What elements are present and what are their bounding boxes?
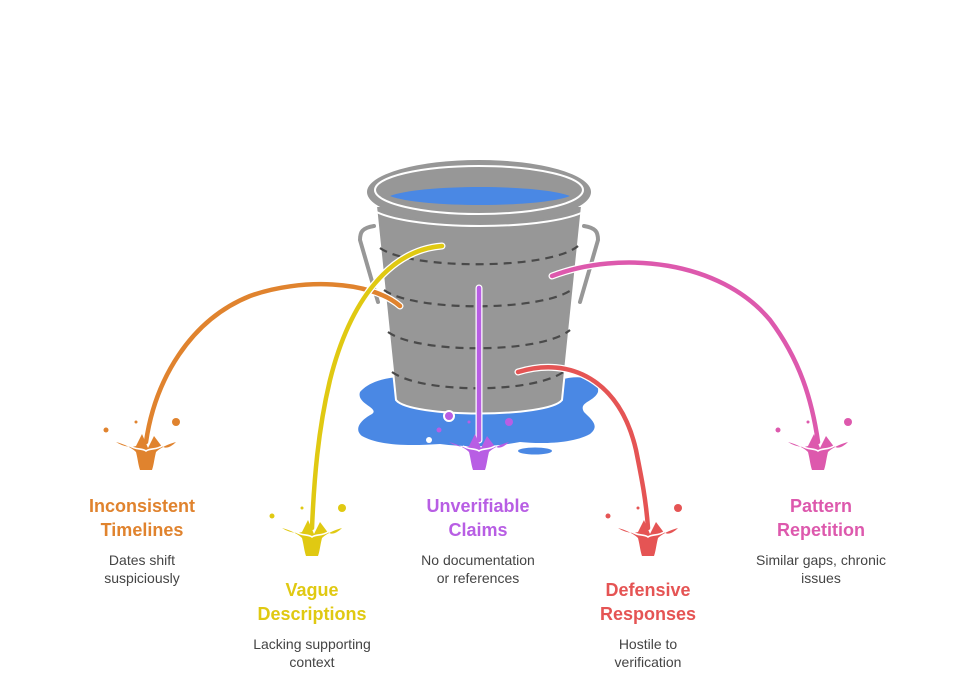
puddle-bubble bbox=[426, 437, 432, 443]
leak-splashes bbox=[103, 418, 852, 556]
bucket-water-surface bbox=[390, 187, 570, 205]
leak-stream-inconsistent-timelines bbox=[143, 282, 403, 445]
leak-stream-pattern-repetition bbox=[549, 260, 821, 445]
leak-stream-vague-descriptions bbox=[309, 243, 445, 531]
splash-icon-pattern-repetition bbox=[775, 418, 852, 470]
leak-stream-outline bbox=[548, 259, 822, 446]
bucket-hole bbox=[443, 410, 455, 422]
puddle-drop bbox=[488, 437, 504, 443]
splash-icon-defensive-responses bbox=[605, 504, 682, 556]
puddle-drop bbox=[518, 447, 552, 455]
splash-icon-unverifiable-claims bbox=[436, 418, 513, 470]
leak-stream-defensive-responses bbox=[515, 365, 651, 531]
splash-icon-inconsistent-timelines bbox=[103, 418, 180, 470]
splash-icon-vague-descriptions bbox=[269, 504, 346, 556]
bucket-handles bbox=[357, 224, 601, 304]
leak-streams bbox=[142, 242, 822, 532]
